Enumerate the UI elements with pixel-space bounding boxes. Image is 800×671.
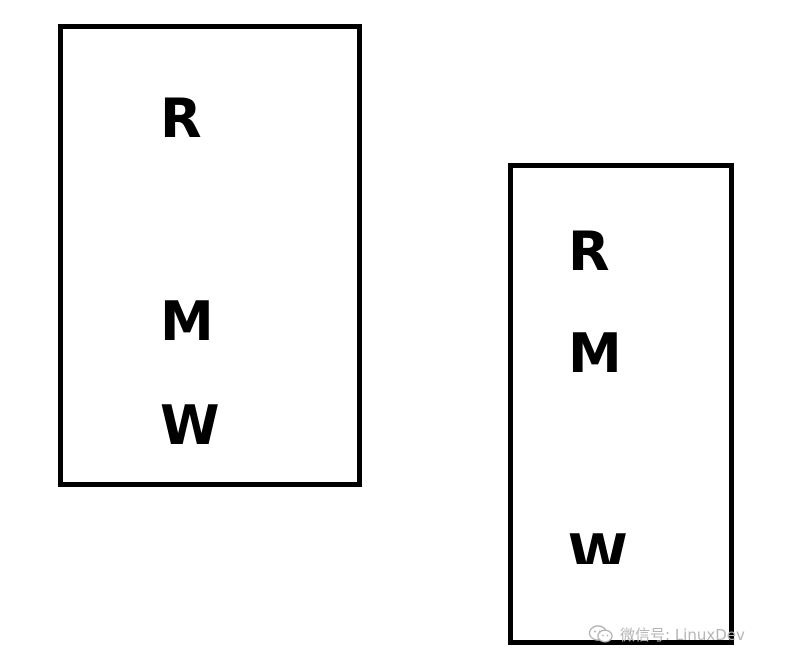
left-box-letter-w: W [160, 394, 220, 457]
left-box-letter-m: M [160, 290, 214, 353]
right-box-letter-w: W [568, 528, 628, 564]
right-box: R M W [508, 163, 734, 645]
wechat-icon [588, 624, 614, 644]
watermark-text: 微信号: LinuxDev [620, 625, 745, 644]
right-box-letter-w-clip: W [568, 528, 648, 564]
left-box: R M W [58, 24, 362, 487]
right-box-letter-m: M [568, 322, 622, 385]
right-box-letter-r: R [568, 220, 610, 283]
left-box-letter-r: R [160, 87, 202, 150]
watermark: 微信号: LinuxDev [588, 624, 745, 644]
